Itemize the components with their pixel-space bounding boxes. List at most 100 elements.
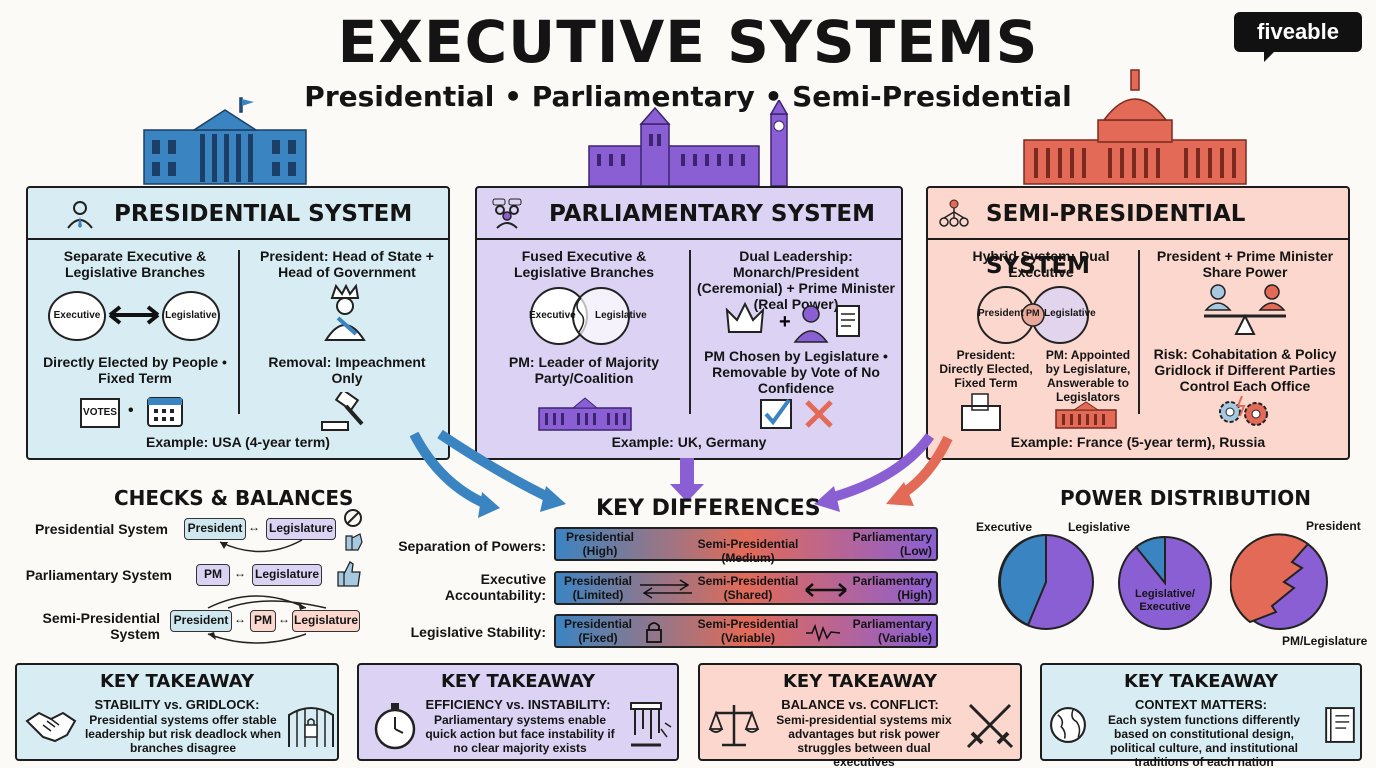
bar-right-value: Parliamentary (Variable): [852, 617, 932, 645]
semi-right-heading: President + Prime Minister Share Power: [1156, 248, 1334, 280]
two-way-arrow: ↔: [234, 612, 246, 626]
semi-presidential-power-pie: [1230, 533, 1328, 630]
parliamentary-power-pie: [1118, 535, 1212, 630]
venn-label-legislative: Legislative: [595, 310, 647, 321]
takeaway-title: KEY TAKEAWAY: [99, 671, 254, 692]
venn-label-president: President: [978, 308, 1024, 319]
legislative-stability-bar: Presidential (Fixed) Semi-Presidential (…: [554, 614, 938, 648]
checks-president-pill: President: [170, 610, 232, 632]
semi-venn-icon: [977, 286, 1089, 344]
semi-president-note: President: Directly Elected, Fixed Term: [939, 348, 1033, 390]
presidential-right-heading: President: Head of State + Head of Gover…: [260, 248, 434, 280]
parliamentary-left-body: PM: Leader of Majority Party/Coalition: [508, 354, 660, 386]
takeaway-subtitle: BALANCE vs. CONFLICT:: [781, 697, 939, 712]
power-title: POWER DISTRIBUTION: [1060, 486, 1311, 510]
right-left-arrows: [640, 579, 692, 599]
votes-box: VOTES: [80, 398, 120, 428]
parliamentary-panel: PARLIAMENTARY SYSTEM Fused Executive & L…: [475, 186, 903, 460]
presidential-header: PRESIDENTIAL SYSTEM: [28, 188, 448, 240]
checks-row-label: Parliamentary System: [25, 567, 172, 583]
semi-check-arrows: [207, 595, 327, 644]
ballot-box-icon: [961, 393, 1001, 431]
parliament-icon: [588, 100, 789, 186]
takeaway-body: Each system functions differently based …: [1107, 713, 1301, 768]
checks-legislature-pill: Legislature: [266, 518, 336, 540]
differences-title: KEY DIFFERENCES: [596, 496, 821, 521]
parliamentary-title: PARLIAMENTARY SYSTEM: [549, 201, 876, 227]
stopwatch-icon: [374, 703, 416, 750]
two-way-arrow: ↔: [248, 520, 260, 534]
venn-label-pm: PM: [1026, 308, 1040, 318]
capitol-icon: [1023, 69, 1247, 185]
checks-row-label: Presidential System: [34, 521, 168, 537]
parliamentary-header: PARLIAMENTARY SYSTEM: [477, 188, 901, 240]
bar-left-value: Presidential (Limited): [563, 574, 633, 602]
presidential-panel: PRESIDENTIAL SYSTEM Separate Executive &…: [26, 186, 450, 460]
presidential-left-heading: Separate Executive & Legislative Branche…: [63, 248, 207, 280]
checks-pm-pill: PM: [196, 564, 230, 586]
panel-divider: [1138, 250, 1140, 414]
two-way-arrow: ↔: [278, 612, 290, 626]
difference-label: Separation of Powers:: [398, 538, 546, 554]
crossed-swords-icon: [966, 703, 1014, 749]
presidential-power-pie: [998, 533, 1094, 630]
president-crown-icon: [324, 284, 366, 341]
semi-presidential-title: SEMI-PRESIDENTIAL SYSTEM: [986, 201, 1246, 279]
difference-label: Legislative Stability:: [410, 624, 546, 640]
takeaway-body: Parliamentary systems enable quick actio…: [425, 713, 615, 755]
takeaway-card-context: KEY TAKEAWAY CONTEXT MATTERS: Each syste…: [1040, 663, 1362, 768]
bar-left-value: Presidential (High): [565, 530, 635, 558]
legislative-circle: Legislative: [162, 291, 220, 341]
parliamentary-example: Example: UK, Germany: [611, 434, 767, 450]
bar-left-value: Presidential (Fixed): [563, 617, 633, 645]
hierarchy-icon: [939, 199, 969, 227]
takeaway-title: KEY TAKEAWAY: [440, 671, 595, 692]
bar-right-value: Parliamentary (High): [852, 574, 932, 602]
checks-president-pill: President: [184, 518, 246, 540]
separation-of-powers-bar: Presidential (High) Semi-Presidential (M…: [554, 527, 938, 565]
pie-label-legislative-executive: Legislative/ Executive: [1135, 588, 1195, 613]
checks-title: CHECKS & BALANCES: [114, 486, 354, 510]
legislature-building-icon: [1055, 401, 1117, 429]
takeaway-subtitle: STABILITY vs. GRIDLOCK:: [94, 697, 260, 712]
double-arrow-icon: [108, 305, 160, 325]
person-icon: [67, 201, 93, 229]
lock-icon: [646, 622, 662, 643]
globe-icon: [1050, 707, 1086, 743]
veto-icons: [344, 509, 363, 551]
fused-venn-icon: [530, 287, 630, 345]
gavel-icon: [321, 392, 364, 431]
book-icon: [1325, 707, 1355, 743]
double-arrow-icon: [805, 583, 847, 597]
takeaway-body: Semi-presidential systems mix advantages…: [776, 713, 952, 768]
takeaway-body: Presidential systems offer stable leader…: [84, 713, 282, 755]
bar-right-value: Parliamentary (Low): [852, 530, 932, 558]
two-way-arrow: ↔: [234, 566, 246, 580]
semi-presidential-panel: SEMI-PRESIDENTIAL SYSTEM Hybrid System: …: [926, 186, 1350, 460]
page-title: EXECUTIVE SYSTEMS: [337, 8, 1039, 76]
semi-right-body: Risk: Cohabitation & Policy Gridlock if …: [1153, 346, 1337, 394]
brand-logo: fiveable: [1234, 12, 1362, 62]
semi-presidential-example: Example: France (5-year term), Russia: [1010, 434, 1266, 450]
parliament-building-icon: [538, 397, 632, 431]
checks-pm-pill: PM: [250, 610, 276, 632]
takeaway-subtitle: EFFICIENCY vs. INSTABILITY:: [425, 697, 611, 712]
wave-icon: [806, 624, 841, 642]
flow-arrows: [409, 429, 953, 518]
presidential-left-body: Directly Elected by People • Fixed Term: [43, 354, 227, 386]
svg-text:+: +: [779, 311, 791, 333]
executive-circle: Executive: [48, 291, 106, 341]
gate-lock-icon: [288, 707, 334, 747]
checks-row-label: Semi-Presidential System: [42, 610, 161, 642]
check-curve-arrow: [219, 539, 303, 553]
takeaway-card-parliamentary: KEY TAKEAWAY EFFICIENCY vs. INSTABILITY:…: [357, 663, 679, 761]
presidential-example: Example: USA (4-year term): [146, 434, 330, 450]
handshake-icon: [25, 711, 77, 743]
venn-label-legislative: Legislative: [1044, 308, 1096, 319]
white-house-icon: [143, 97, 307, 185]
broken-pillar-icon: [630, 702, 672, 747]
takeaway-card-presidential: KEY TAKEAWAY STABILITY vs. GRIDLOCK: Pre…: [15, 663, 339, 761]
group-icon: [492, 198, 522, 229]
takeaway-card-semi-presidential: KEY TAKEAWAY BALANCE vs. CONFLICT: Semi-…: [698, 663, 1022, 768]
semi-presidential-header: SEMI-PRESIDENTIAL SYSTEM: [928, 188, 1348, 279]
